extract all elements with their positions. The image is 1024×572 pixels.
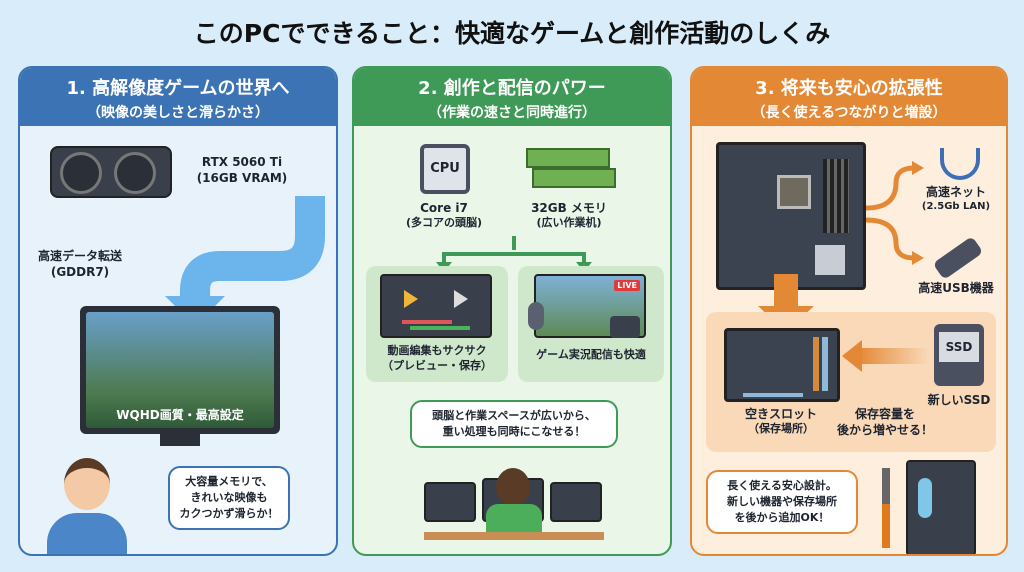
- screwdriver-icon: [882, 468, 890, 548]
- expansion-card: SSD 新しいSSD 空きスロット（保存場所） 保存容量を後から増やせる！: [706, 312, 996, 452]
- cpu-icon: CPU: [420, 144, 470, 194]
- connection-arrows: [866, 161, 924, 265]
- slot-sub: （保存場所）: [748, 422, 814, 436]
- panel-subheading: （映像の美しさと滑らかさ）: [87, 105, 269, 121]
- gamer-avatar: [42, 458, 132, 554]
- down-arrow-icon: [774, 274, 798, 308]
- gpu-label: RTX 5060 Ti: [201, 155, 283, 169]
- panel-subheading: （長く使えるつながりと増設）: [751, 105, 947, 121]
- camera-icon: [610, 316, 640, 338]
- motherboard-icon: [716, 142, 866, 290]
- panel-expansion: 3. 将来も安心の拡張性 （長く使えるつながりと増設） 高速ネット (2.5Gb …: [690, 66, 1008, 556]
- slot-label: 空きスロット: [744, 407, 817, 421]
- panel-heading: 2. 創作と配信のパワー: [418, 78, 606, 99]
- video-editor-icon: [380, 274, 492, 338]
- microphone-icon: [528, 302, 544, 330]
- lan-cable-icon: [940, 148, 980, 180]
- memory-sub: (広い作業机): [536, 216, 602, 230]
- left-arrow-icon: [858, 348, 928, 364]
- cpu-label: Core i7: [420, 201, 468, 215]
- panel-header: 1. 高解像度ゲームの世界へ （映像の美しさと滑らかさ）: [20, 68, 336, 126]
- creator-desk-illustration: [424, 468, 604, 554]
- panel-heading: 3. 将来も安心の拡張性: [755, 78, 943, 99]
- pc-tower-icon: [906, 460, 976, 554]
- expansion-slot-board-icon: [724, 328, 840, 402]
- speech-bubble: 頭脳と作業スペースが広いから、重い処理も同時にこなせる！: [410, 400, 618, 448]
- panel-heading: 1. 高解像度ゲームの世界へ: [66, 78, 290, 99]
- memory-label: 32GB メモリ: [531, 201, 607, 215]
- edit-sub: （プレビュー・保存）: [382, 358, 492, 372]
- lan-label: 高速ネット: [925, 185, 986, 199]
- live-badge: LIVE: [614, 280, 640, 291]
- monitor-caption: WQHD画質・最高設定: [116, 408, 244, 422]
- stream-label: ゲーム実況配信も快適: [536, 348, 646, 361]
- panel-creation: 2. 創作と配信のパワー （作業の速さと同時進行） CPU Core i7(多コ…: [352, 66, 672, 556]
- panel-gaming: 1. 高解像度ゲームの世界へ （映像の美しさと滑らかさ） RTX 5060 Ti…: [18, 66, 338, 556]
- ssd-label: 新しいSSD: [927, 393, 991, 407]
- lan-sub: (2.5Gb LAN): [921, 201, 991, 213]
- gpu-icon: [50, 146, 172, 198]
- monitor-stand: [160, 434, 200, 446]
- storage-sub: 後から増やせる！: [836, 423, 933, 438]
- memory-icon: [526, 148, 616, 192]
- speech-bubble: 長く使える安心設計。新しい機器や保存場所を後から追加OK！: [706, 470, 858, 534]
- speech-bubble: 大容量メモリで、きれいな映像もカクつかず滑らか！: [168, 466, 290, 530]
- storage-label: 保存容量を: [854, 407, 915, 421]
- usb-drive-icon: [932, 236, 984, 280]
- panel-header: 3. 将来も安心の拡張性 （長く使えるつながりと増設）: [692, 68, 1006, 126]
- edit-label: 動画編集もサクサク: [387, 344, 487, 357]
- video-edit-card: 動画編集もサクサク（プレビュー・保存）: [366, 266, 508, 382]
- streaming-card: LIVE ゲーム実況配信も快適: [518, 266, 664, 382]
- monitor-icon: WQHD画質・最高設定: [80, 306, 280, 434]
- cpu-sub: (多コアの頭脳): [405, 216, 483, 230]
- panel-header: 2. 創作と配信のパワー （作業の速さと同時進行）: [354, 68, 670, 126]
- panel-subheading: （作業の速さと同時進行）: [428, 105, 596, 121]
- page-title: このPCでできること：快適なゲームと創作活動のしくみ: [193, 19, 831, 48]
- transfer-label: 高速データ転送: [37, 249, 122, 263]
- ssd-icon: SSD: [934, 324, 984, 386]
- usb-label: 高速USB機器: [918, 281, 994, 295]
- transfer-sub: (GDDR7): [50, 265, 110, 280]
- gpu-sub: (16GB VRAM): [196, 171, 288, 186]
